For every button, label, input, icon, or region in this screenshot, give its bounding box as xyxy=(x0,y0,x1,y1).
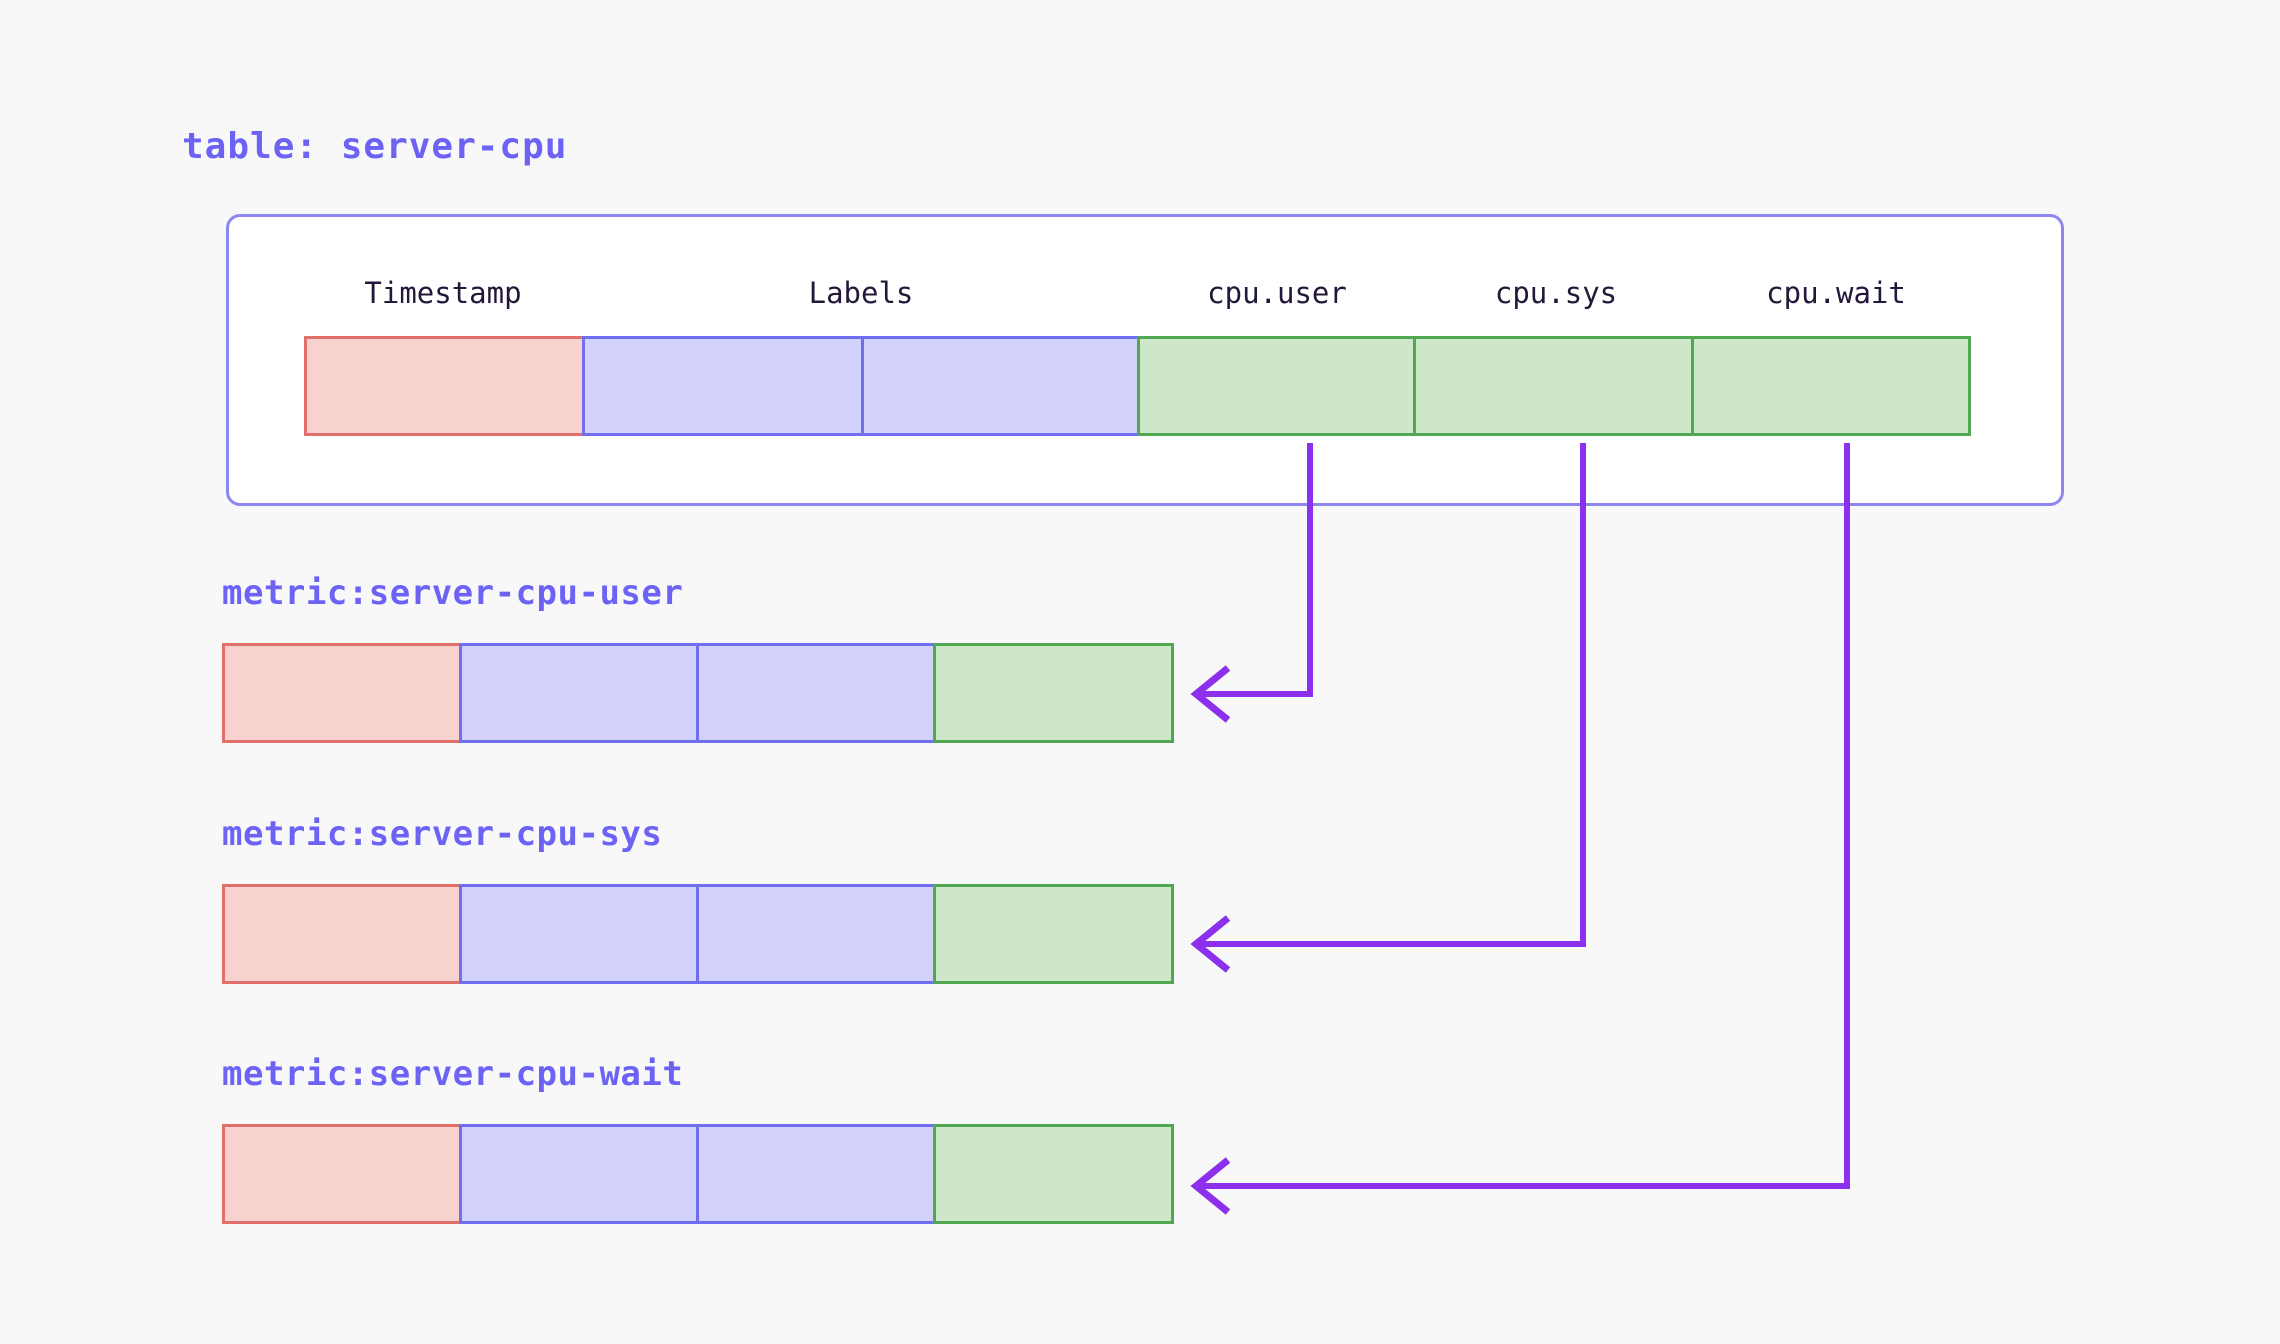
table-cell-value-4 xyxy=(1413,336,1694,436)
metric-row-1 xyxy=(222,884,1174,984)
metric-2-cell-value-3 xyxy=(933,1124,1174,1224)
column-header-cpu-sys: cpu.sys xyxy=(1494,276,1618,310)
column-header-labels: Labels xyxy=(808,276,914,310)
metric-row-2 xyxy=(222,1124,1174,1224)
arrow-cpu-wait xyxy=(1190,443,1850,1215)
table-cell-value-3 xyxy=(1137,336,1416,436)
metric-0-cell-value-3 xyxy=(933,643,1174,743)
metric-1-cell-timestamp-0 xyxy=(222,884,462,984)
table-row xyxy=(304,336,1971,436)
table-cell-value-5 xyxy=(1691,336,1971,436)
table-cell-timestamp-0 xyxy=(304,336,585,436)
column-header-timestamp: Timestamp xyxy=(364,276,522,310)
metric-1-cell-value-3 xyxy=(933,884,1174,984)
metric-2-cell-timestamp-0 xyxy=(222,1124,462,1224)
metric-2-cell-label-1 xyxy=(459,1124,699,1224)
arrow-cpu-sys xyxy=(1190,443,1586,973)
metric-title-1: metric:server-cpu-sys xyxy=(222,814,663,854)
table-block-title: table: server-cpu xyxy=(182,126,568,167)
metric-title-0: metric:server-cpu-user xyxy=(222,573,684,613)
metric-row-0 xyxy=(222,643,1174,743)
metric-2-cell-label-2 xyxy=(696,1124,936,1224)
column-header-cpu-wait: cpu.wait xyxy=(1766,276,1906,310)
column-header-cpu-user: cpu.user xyxy=(1207,276,1347,310)
metric-0-cell-timestamp-0 xyxy=(222,643,462,743)
table-cell-label-2 xyxy=(861,336,1140,436)
metric-1-cell-label-1 xyxy=(459,884,699,984)
metric-0-cell-label-2 xyxy=(696,643,936,743)
table-cell-label-1 xyxy=(582,336,864,436)
metric-title-2: metric:server-cpu-wait xyxy=(222,1054,684,1094)
metric-0-cell-label-1 xyxy=(459,643,699,743)
metric-1-cell-label-2 xyxy=(696,884,936,984)
